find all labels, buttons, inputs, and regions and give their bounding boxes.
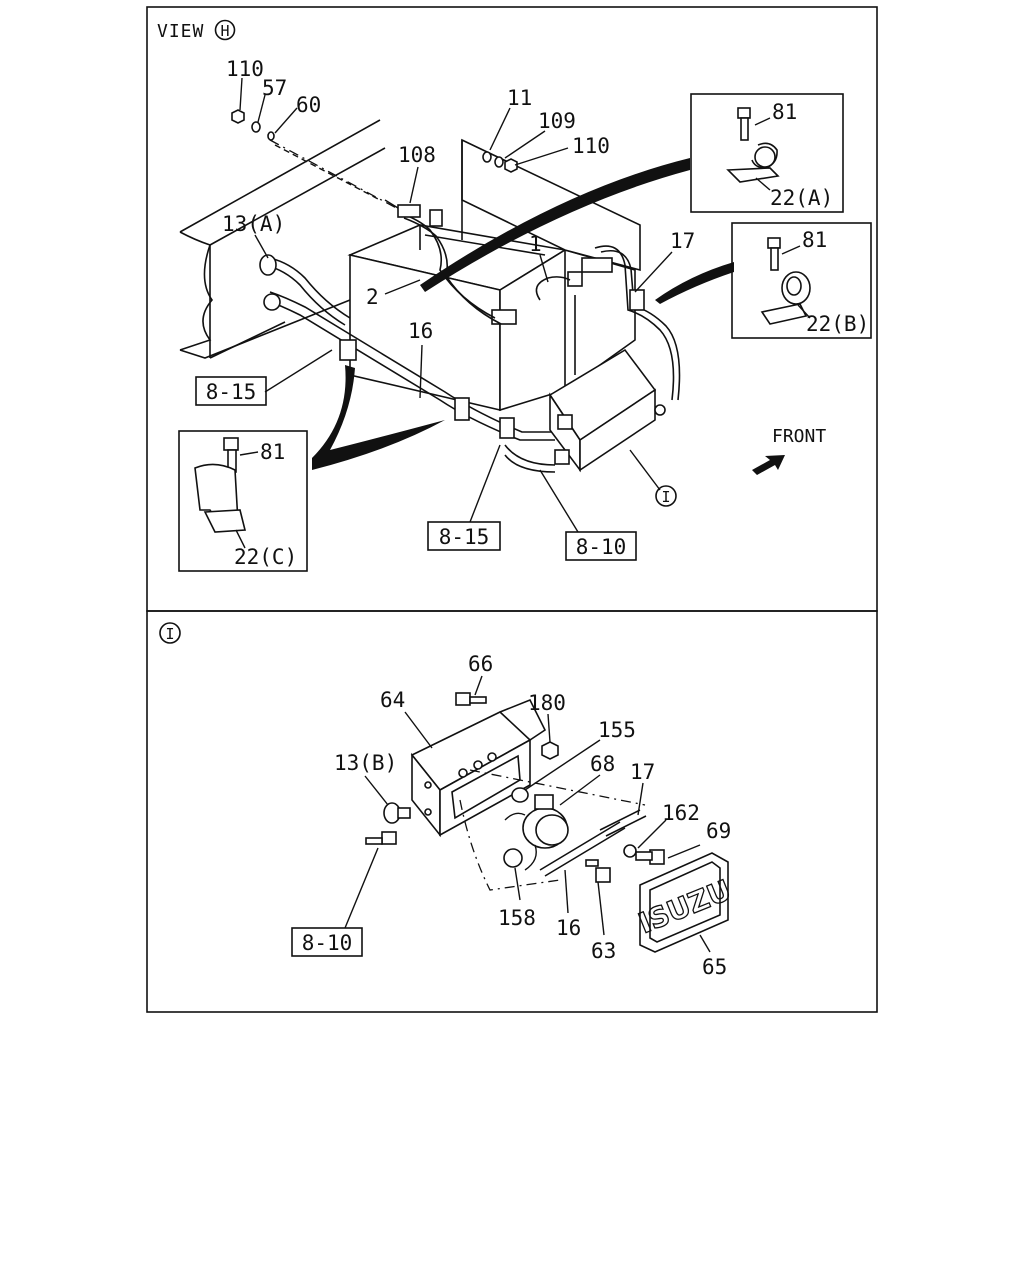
part-label: 155: [598, 718, 636, 742]
front-arrow-icon: [752, 455, 785, 475]
part-label: 57: [262, 76, 287, 100]
part-label: 1: [529, 232, 542, 256]
fasteners-view-i: [365, 692, 665, 883]
part-label: 66: [468, 652, 493, 676]
view-i-circle-icon: [159, 622, 181, 644]
part-label: 69: [706, 819, 731, 843]
part-label: 2: [366, 285, 379, 309]
wedge-arrow-22a: [420, 158, 690, 292]
battery-cables: [397, 211, 681, 401]
view-i-frame: [146, 610, 878, 1013]
part-label: 108: [398, 143, 436, 167]
detail-22c: [178, 430, 308, 572]
battery-assembly: [347, 138, 641, 412]
view-h-title: VIEW: [157, 21, 204, 42]
ref-815a: 8-15: [206, 380, 257, 404]
part-label: 63: [591, 939, 616, 963]
view-i-marker-letter: I: [661, 488, 670, 506]
part-label: 16: [408, 319, 433, 343]
part-label: 11: [507, 86, 532, 110]
view-i-circle-letter: I: [165, 625, 174, 643]
leaders-view-h: [239, 77, 673, 533]
chassis-frame: [179, 119, 386, 359]
junction-box: [548, 348, 666, 473]
ref-box-810-i: [291, 927, 363, 957]
part-label: 22(A): [770, 186, 833, 210]
detail-22b: [731, 222, 872, 339]
part-label: 110: [572, 134, 610, 158]
part-label: 16: [556, 916, 581, 940]
ref-815b: 8-15: [439, 525, 490, 549]
washers-11-109-110: [482, 151, 518, 173]
wedge-arrow-22c: [312, 365, 445, 470]
view-h-circle-letter: H: [220, 22, 229, 40]
part-label: 180: [528, 691, 566, 715]
harness-clamps: [339, 289, 645, 439]
detail-22a: [690, 93, 844, 213]
part-label: 81: [802, 228, 827, 252]
leaders-view-i: [344, 675, 711, 953]
ref-box-815b: [427, 521, 501, 551]
part-label: 22(B): [806, 312, 869, 336]
part-label: 110: [226, 57, 264, 81]
part-label: 109: [538, 109, 576, 133]
front-label: FRONT: [772, 426, 826, 447]
view-h-circle-icon: [214, 19, 236, 41]
part-label: 60: [296, 93, 321, 117]
cover-65: ISUZU: [633, 852, 736, 953]
wedge-arrow-22b: [655, 262, 734, 304]
part-label: 81: [772, 100, 797, 124]
housing-64: [410, 698, 547, 838]
part-label: 13(A): [222, 212, 285, 236]
ref-box-815a: [195, 376, 267, 406]
part-label: 162: [662, 801, 700, 825]
harness-view-i: [459, 769, 647, 891]
part-label: 65: [702, 955, 727, 979]
part-label: 17: [670, 229, 695, 253]
part-label: 13(B): [334, 751, 397, 775]
relay-68: [504, 794, 569, 871]
part-label: 64: [380, 688, 405, 712]
part-label: 158: [498, 906, 536, 930]
ref-810: 8-10: [576, 535, 627, 559]
fitting-108: [384, 199, 443, 227]
part-label: 68: [590, 752, 615, 776]
part-label: 22(C): [234, 545, 297, 569]
ref-box-810: [565, 531, 637, 561]
part-label: 81: [260, 440, 285, 464]
washers-110-57-60: [231, 109, 275, 141]
part-label: 17: [630, 760, 655, 784]
ref-810-i: 8-10: [302, 931, 353, 955]
view-i-marker-icon: [655, 485, 677, 507]
